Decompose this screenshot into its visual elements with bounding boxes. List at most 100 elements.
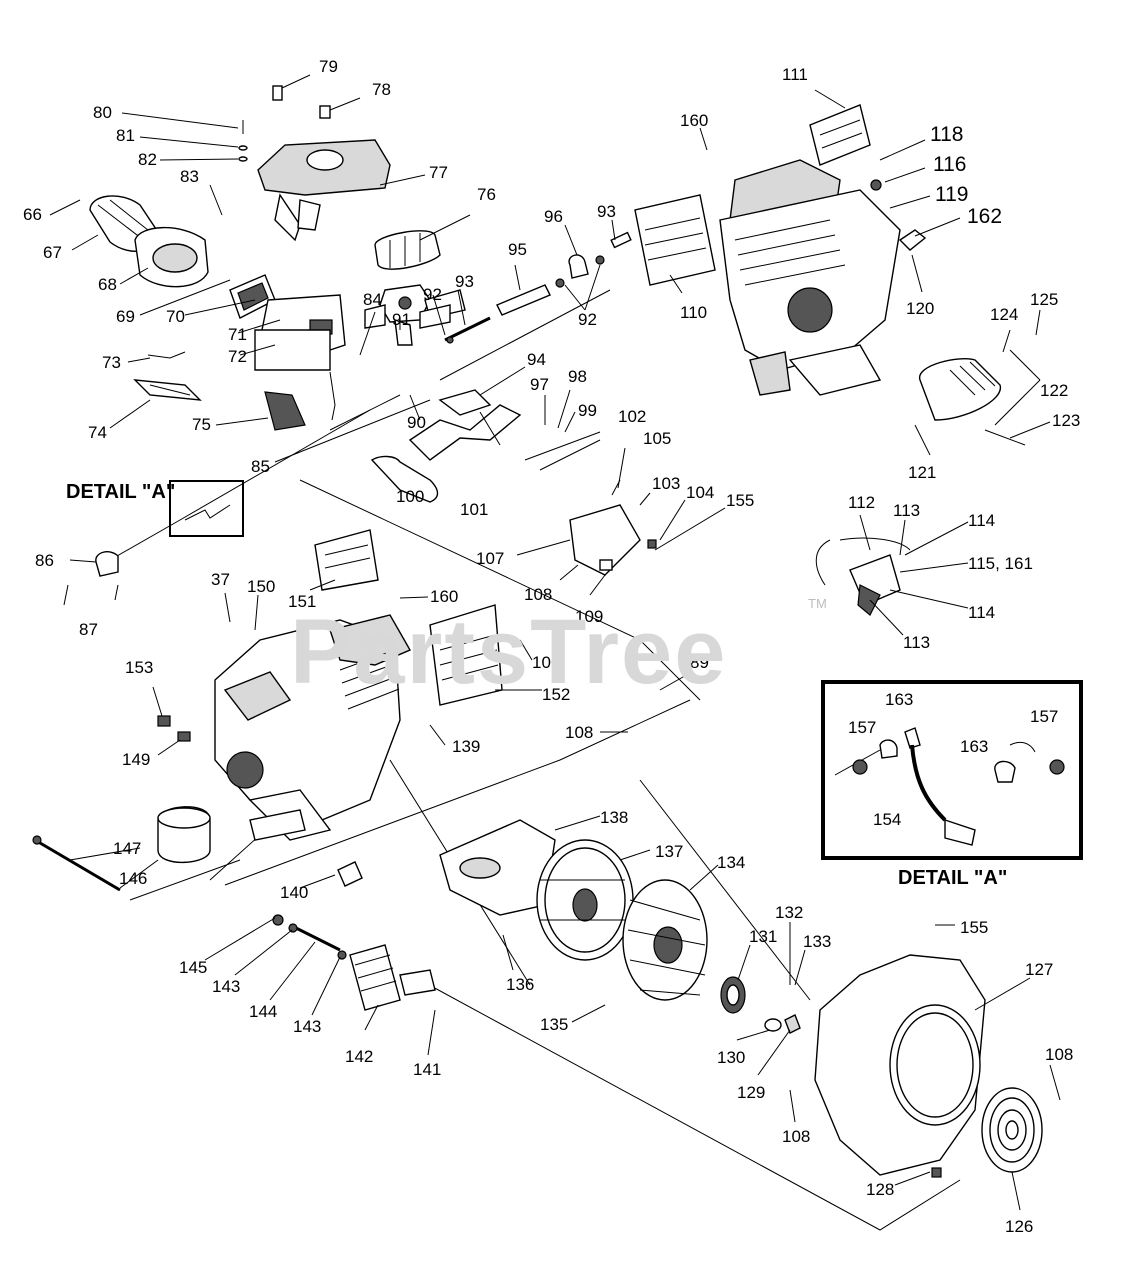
part-label: 83 [180, 167, 199, 186]
part-label: 98 [568, 367, 587, 386]
part-label: 108 [782, 1127, 810, 1146]
detail-a-reference-box [169, 480, 244, 537]
watermark: PartsTree [290, 601, 728, 703]
gasket-140 [337, 861, 363, 887]
flywheel [536, 839, 634, 961]
part-label: 37 [211, 570, 230, 589]
part-label: 93 [597, 202, 616, 221]
part-label: 114 [968, 603, 995, 622]
oil-drain-fittings [157, 715, 347, 960]
part-label: 155 [726, 491, 754, 510]
part-label: 68 [98, 275, 117, 294]
dipstick-rod [32, 835, 121, 892]
choke-bracket [133, 379, 202, 401]
part-label: 112 [848, 493, 875, 512]
blower-housing [814, 954, 986, 1178]
part-label: 122 [1040, 381, 1068, 400]
part-label: 69 [116, 307, 135, 326]
cooling-fan [622, 879, 708, 1001]
part-label: 153 [125, 658, 153, 677]
part-label: 75 [192, 415, 211, 434]
part-label: 147 [113, 839, 141, 858]
part-label: 152 [542, 685, 570, 704]
part-label: 137 [655, 842, 683, 861]
part-label: 105 [643, 429, 671, 448]
elbow-duct [264, 391, 306, 431]
part-label: 102 [618, 407, 646, 426]
part-label: 103 [652, 474, 680, 493]
part-label: 89 [690, 653, 709, 672]
part-label: 96 [544, 207, 563, 226]
part-label: 90 [407, 413, 426, 432]
part-label: 133 [803, 932, 831, 951]
part-label: 114 [968, 511, 995, 530]
part-label: 85 [251, 457, 270, 476]
part-labels: 79 78 80 81 82 77 83 66 67 68 69 70 71 7… [23, 57, 1080, 1236]
lower-engine [214, 614, 411, 841]
part-label: 149 [122, 750, 150, 769]
heat-shield-lower [314, 529, 503, 706]
part-label: 127 [1025, 960, 1053, 979]
part-label: 130 [717, 1048, 745, 1067]
part-label: 160 [430, 587, 458, 606]
part-label: 99 [578, 401, 597, 420]
part-label: 142 [345, 1047, 373, 1066]
part-label: 72 [228, 347, 247, 366]
part-label: 73 [102, 353, 121, 372]
part-label: 108 [1045, 1045, 1073, 1064]
air-filter-element [134, 226, 209, 288]
part-label: 126 [1005, 1217, 1033, 1236]
part-label: 120 [906, 299, 934, 318]
part-label: 97 [530, 375, 549, 394]
part-label: 139 [452, 737, 480, 756]
part-label: 106 [532, 653, 560, 672]
part-label: 82 [138, 150, 157, 169]
part-label: 157 [848, 718, 876, 737]
intake-silencer [374, 230, 441, 270]
part-label: 163 [960, 737, 988, 756]
air-cleaner-cover [257, 139, 391, 242]
part-label: 134 [717, 853, 745, 872]
part-label: 115, 161 [968, 554, 1033, 573]
part-label: 150 [247, 577, 275, 596]
part-label: 113 [903, 633, 930, 652]
part-label: 84 [363, 290, 382, 309]
part-label: 135 [540, 1015, 568, 1034]
part-label: 93 [455, 272, 474, 291]
oil-filter [157, 806, 211, 864]
part-label: 94 [527, 350, 546, 369]
part-label: 92 [423, 285, 442, 304]
upper-engine [719, 159, 901, 396]
part-label: 125 [1030, 290, 1058, 309]
part-label: 118 [930, 123, 963, 146]
part-label: 143 [293, 1017, 321, 1036]
air-cleaner-base [254, 294, 346, 421]
part-label: 140 [280, 883, 308, 902]
part-label: 119 [935, 183, 968, 206]
part-label: 79 [319, 57, 338, 76]
part-label: 157 [1030, 707, 1058, 726]
part-label: 95 [508, 240, 527, 259]
part-label: 116 [933, 153, 966, 176]
part-label: 77 [429, 163, 448, 182]
part-label: 107 [476, 549, 504, 568]
leader-lines [49, 74, 1061, 1211]
part-label: 76 [477, 185, 496, 204]
part-label: 124 [990, 305, 1018, 324]
part-label: 155 [960, 918, 988, 937]
part-label: 144 [249, 1002, 277, 1021]
part-label: 141 [413, 1060, 441, 1079]
part-label: 123 [1052, 411, 1080, 430]
part-label: 110 [680, 303, 707, 322]
part-label: 121 [908, 463, 936, 482]
part-label: 128 [866, 1180, 894, 1199]
part-label: 70 [166, 307, 185, 326]
part-label: 143 [212, 977, 240, 996]
starter-motor [919, 358, 1026, 446]
part-label: 132 [775, 903, 803, 922]
screw-and-washers [238, 120, 248, 162]
exhaust-pipe [370, 389, 522, 503]
ignition-module [815, 537, 911, 616]
part-label: 136 [506, 975, 534, 994]
